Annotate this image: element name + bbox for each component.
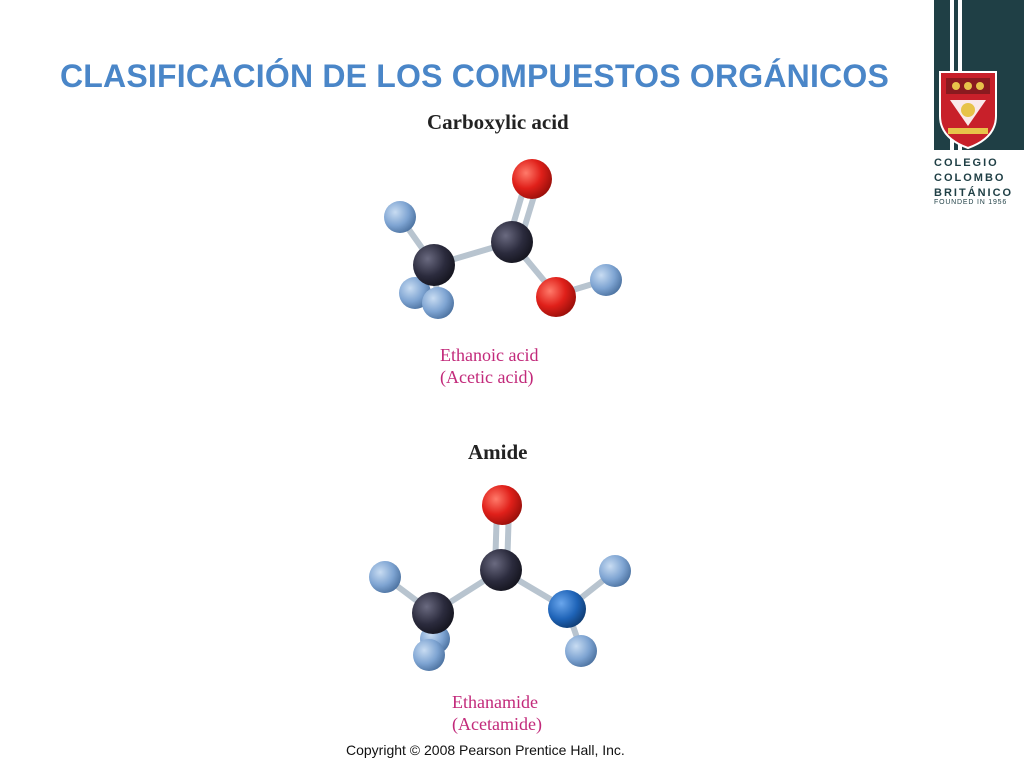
hydrogen-atom [413,639,445,671]
logo-line: COLOMBO [934,172,1006,184]
molecule-caption: Ethanamide (Acetamide) [452,691,542,735]
caption-name: Ethanamide [452,692,538,712]
hydrogen-atom [369,561,401,593]
amide-molecule [369,485,631,671]
hydrogen-atom [590,264,622,296]
slide-title: CLASIFICACIÓN DE LOS COMPUESTOS ORGÁNICO… [60,58,889,94]
caption-name: Ethanoic acid [440,345,539,365]
school-logo: COLEGIO COLOMBO BRITÁNICO FOUNDED IN 195… [934,0,1024,768]
copyright-notice: Copyright © 2008 Pearson Prentice Hall, … [346,742,625,758]
carboxylic-acid-molecule [384,159,622,319]
logo-line: BRITÁNICO [934,187,1014,199]
carbon-atom [480,549,522,591]
hydrogen-atom [384,201,416,233]
molecule-caption: Ethanoic acid (Acetic acid) [440,344,538,388]
caption-common-name: (Acetic acid) [440,367,534,387]
oxygen-atom [512,159,552,199]
carbon-atom [491,221,533,263]
carbon-atom [412,592,454,634]
logo-name: COLEGIO COLOMBO BRITÁNICO [934,156,1024,201]
logo-line: COLEGIO [934,157,999,169]
hydrogen-atom [599,555,631,587]
oxygen-atom [536,277,576,317]
nitrogen-atom [548,590,586,628]
logo-founded: FOUNDED IN 1956 [934,199,1008,206]
section-heading-carboxylic-acid: Carboxylic acid [427,110,569,134]
section-heading-amide: Amide [468,440,528,464]
hydrogen-atom [565,635,597,667]
carbon-atom [413,244,455,286]
caption-common-name: (Acetamide) [452,714,542,734]
oxygen-atom [482,485,522,525]
crest-icon [939,71,997,150]
hydrogen-atom [422,287,454,319]
